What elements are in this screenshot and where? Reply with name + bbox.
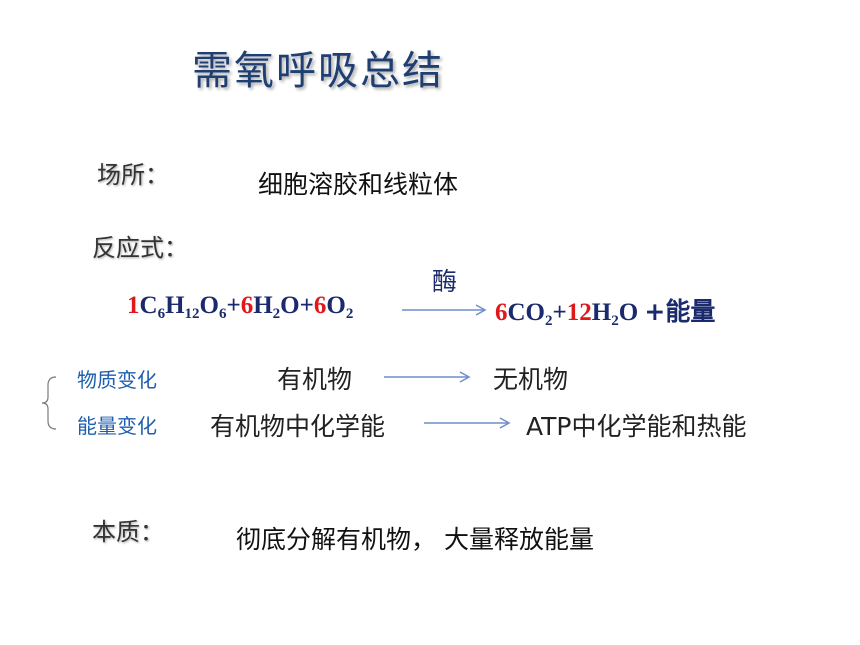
- energy-arrow-icon: [424, 417, 511, 429]
- water-h: H: [253, 292, 273, 319]
- enzyme-label: 酶: [432, 267, 458, 296]
- energy-from: 有机物中化学能: [210, 412, 386, 441]
- energy-to: ATP中化学能和热能: [526, 412, 747, 441]
- reaction-arrow-icon: [402, 304, 487, 316]
- plus-sign: +: [299, 292, 314, 319]
- water-out-h: H: [591, 299, 612, 326]
- oxygen-subscript: 2: [345, 306, 354, 322]
- slide-title: 需氧呼吸总结: [192, 48, 444, 94]
- glucose-c: C: [139, 292, 158, 319]
- coefficient-water-out: 12: [566, 299, 592, 326]
- essence-value: 彻底分解有机物， 大量释放能量: [236, 525, 594, 554]
- co2-subscript: 2: [545, 313, 553, 329]
- energy-product: +能量: [644, 297, 716, 326]
- place-label: 场所：: [97, 161, 169, 189]
- place-value: 细胞溶胶和线粒体: [258, 170, 459, 199]
- equation-reactants: 1C6H12O6+6H2O+6O2: [127, 292, 354, 322]
- glucose-h: H: [165, 292, 185, 319]
- glucose-h-subscript: 12: [184, 306, 200, 322]
- glucose-c-subscript: 6: [157, 306, 166, 322]
- essence-label: 本质：: [92, 518, 164, 546]
- equation-products: 6CO2+12H2O +能量: [495, 292, 716, 329]
- water-out-h-subscript: 2: [611, 313, 619, 329]
- plus-sign: +: [552, 299, 567, 326]
- plus-sign: +: [226, 292, 241, 319]
- water-out-o: O: [618, 299, 639, 326]
- coefficient-glucose: 1: [127, 292, 140, 319]
- energy-change-label: 能量变化: [77, 414, 157, 438]
- coefficient-co2: 6: [495, 299, 508, 326]
- glucose-o-subscript: 6: [218, 306, 227, 322]
- matter-arrow-icon: [384, 371, 471, 383]
- reaction-label: 反应式：: [92, 234, 188, 262]
- matter-to: 无机物: [493, 365, 569, 394]
- brace-icon: [41, 376, 57, 430]
- coefficient-water-in: 6: [240, 292, 254, 319]
- co2-co: CO: [507, 299, 546, 326]
- matter-change-label: 物质变化: [77, 368, 157, 392]
- coefficient-oxygen: 6: [313, 292, 327, 319]
- matter-from: 有机物: [277, 365, 353, 394]
- water-o: O: [280, 292, 300, 319]
- oxygen-o: O: [326, 292, 346, 319]
- water-h-subscript: 2: [272, 306, 281, 322]
- glucose-o: O: [199, 292, 219, 319]
